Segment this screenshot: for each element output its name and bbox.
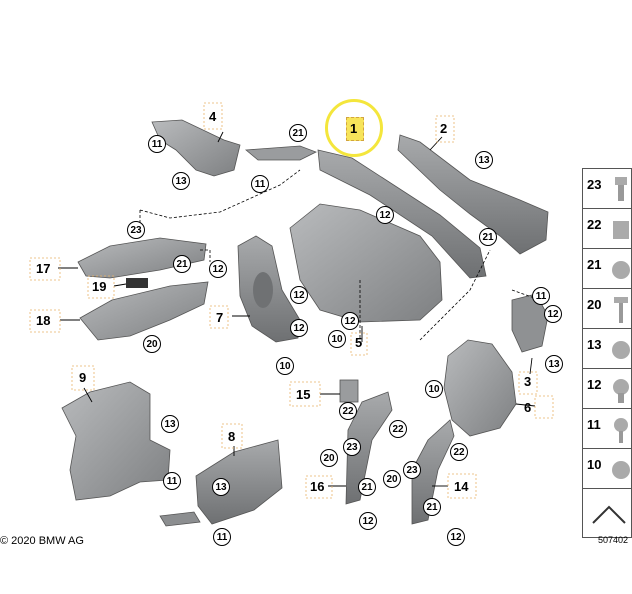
legend-row-22[interactable]: 22 <box>583 209 632 249</box>
callout-22[interactable]: 22 <box>389 420 407 438</box>
callout-21[interactable]: 21 <box>289 124 307 142</box>
callout-22[interactable]: 22 <box>450 443 468 461</box>
part-label-19[interactable]: 19 <box>92 279 107 294</box>
callout-12[interactable]: 12 <box>341 312 359 330</box>
callout-21[interactable]: 21 <box>479 228 497 246</box>
part-16-shape <box>345 391 393 505</box>
doc-number: 507402 <box>598 535 629 545</box>
legend-row-arrow <box>583 489 632 529</box>
bolt-icon <box>614 418 628 443</box>
callout-12[interactable]: 12 <box>290 286 308 304</box>
callout-12[interactable]: 12 <box>447 528 465 546</box>
legend-row-11[interactable]: 11 <box>583 409 632 449</box>
part-label-4[interactable]: 4 <box>209 109 217 124</box>
callout-13[interactable]: 13 <box>212 478 230 496</box>
callout-12[interactable]: 12 <box>359 512 377 530</box>
part-label-8[interactable]: 8 <box>228 429 236 444</box>
callout-13[interactable]: 13 <box>475 151 493 169</box>
part-label-17[interactable]: 17 <box>36 261 51 276</box>
callout-20[interactable]: 20 <box>143 335 161 353</box>
callout-23[interactable]: 23 <box>403 461 421 479</box>
clip-icon <box>613 221 629 239</box>
highlight-ring <box>325 99 383 157</box>
legend-num: 10 <box>587 457 602 472</box>
callout-21[interactable]: 21 <box>423 498 441 516</box>
nut-icon <box>612 461 630 479</box>
screw-icon <box>614 297 628 323</box>
callout-13[interactable]: 13 <box>172 172 190 190</box>
part-label-6[interactable]: 6 <box>524 400 532 415</box>
part-17-shape <box>77 237 207 279</box>
part-label-1[interactable]: 1 <box>350 121 358 136</box>
part-label-14[interactable]: 14 <box>454 479 469 494</box>
part-18-shape <box>79 281 209 341</box>
part-label-9[interactable]: 9 <box>79 370 87 385</box>
callout-21[interactable]: 21 <box>173 255 191 273</box>
part-15-shape <box>339 379 359 403</box>
callout-10[interactable]: 10 <box>276 357 294 375</box>
legend-row-10[interactable]: 10 <box>583 449 632 489</box>
copyright: © 2020 BMW AG <box>0 535 84 547</box>
part-9-shape <box>61 381 171 501</box>
part-4-shape <box>151 119 241 177</box>
legend-num: 20 <box>587 297 602 312</box>
clip-icon <box>613 379 629 403</box>
legend-num: 12 <box>587 377 602 392</box>
part-label-3[interactable]: 3 <box>524 374 532 389</box>
part-1-shape <box>317 149 487 279</box>
callout-11[interactable]: 11 <box>532 287 550 305</box>
part-label-18[interactable]: 18 <box>36 313 51 328</box>
callout-13[interactable]: 13 <box>161 415 179 433</box>
nut-icon <box>612 261 630 279</box>
part-label-5[interactable]: 5 <box>355 335 363 350</box>
legend-row-21[interactable]: 21 <box>583 249 632 289</box>
nut-icon <box>612 341 630 359</box>
legend-num: 23 <box>587 177 602 192</box>
part-2-shape <box>397 134 549 255</box>
callout-12[interactable]: 12 <box>290 319 308 337</box>
callout-11[interactable]: 11 <box>213 528 231 546</box>
callout-12[interactable]: 12 <box>209 260 227 278</box>
callout-10[interactable]: 10 <box>328 330 346 348</box>
legend-row-23[interactable]: 23 <box>583 169 632 209</box>
legend-row-20[interactable]: 20 <box>583 289 632 329</box>
legend-num: 13 <box>587 337 602 352</box>
part-label-2[interactable]: 2 <box>440 121 448 136</box>
callout-21[interactable]: 21 <box>358 478 376 496</box>
callout-11[interactable]: 11 <box>251 175 269 193</box>
callout-13[interactable]: 13 <box>545 355 563 373</box>
legend-num: 11 <box>587 417 601 432</box>
part-label-15[interactable]: 15 <box>296 387 311 402</box>
callout-12[interactable]: 12 <box>376 206 394 224</box>
callout-23[interactable]: 23 <box>127 221 145 239</box>
legend-row-12[interactable]: 12 <box>583 369 632 409</box>
part-14-shape <box>411 419 455 525</box>
part-label-16[interactable]: 16 <box>310 479 325 494</box>
part-5-shape <box>289 203 443 323</box>
callout-20[interactable]: 20 <box>320 449 338 467</box>
fastener-legend: 23 22 21 20 13 12 11 10 <box>582 168 632 538</box>
part-label-7[interactable]: 7 <box>216 310 224 325</box>
callout-11[interactable]: 11 <box>163 472 181 490</box>
fastener-icon <box>615 177 627 201</box>
part-6-shape <box>443 339 517 437</box>
part-8-shape <box>195 439 283 525</box>
callout-12[interactable]: 12 <box>544 305 562 323</box>
callout-22[interactable]: 22 <box>339 402 357 420</box>
arrow-icon <box>592 505 626 524</box>
legend-row-13[interactable]: 13 <box>583 329 632 369</box>
callout-20[interactable]: 20 <box>383 470 401 488</box>
legend-num: 22 <box>587 217 602 232</box>
callout-10[interactable]: 10 <box>425 380 443 398</box>
callout-23[interactable]: 23 <box>343 438 361 456</box>
highlight-box <box>346 117 364 141</box>
part-19-shape <box>126 278 148 288</box>
legend-num: 21 <box>587 257 602 272</box>
callout-11[interactable]: 11 <box>148 135 166 153</box>
